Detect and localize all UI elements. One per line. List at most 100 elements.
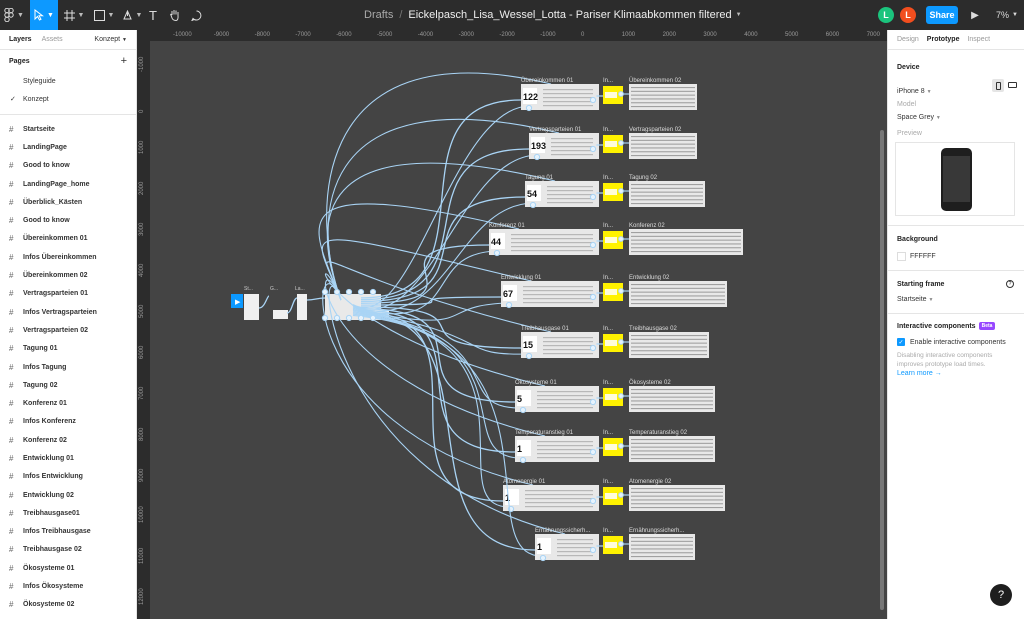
connection-node[interactable]: [589, 448, 597, 456]
connection-node[interactable]: [618, 443, 624, 449]
connection-node[interactable]: [618, 492, 624, 498]
layer-item[interactable]: #Infos Treibhausgase: [0, 523, 136, 541]
shape-tool-button[interactable]: ▼: [90, 0, 118, 30]
layer-item[interactable]: #LandingPage_home: [0, 175, 136, 193]
frame-content-02[interactable]: [629, 386, 715, 412]
frame-content-02[interactable]: [629, 133, 697, 159]
connection-node[interactable]: [529, 201, 537, 209]
tab-layers[interactable]: Layers: [9, 36, 32, 43]
layer-item[interactable]: #Übereinkommen 01: [0, 230, 136, 248]
connection-node[interactable]: [618, 393, 624, 399]
layer-item[interactable]: #Konferenz 01: [0, 394, 136, 412]
connection-node[interactable]: [519, 406, 527, 414]
enable-interactive-row[interactable]: ✓ Enable interactive components: [888, 338, 1024, 346]
help-button[interactable]: ?: [990, 584, 1012, 606]
vertical-scrollbar[interactable]: [880, 130, 884, 610]
start-flag-icon[interactable]: [231, 294, 243, 308]
layer-item[interactable]: #Good to know: [0, 211, 136, 229]
connection-node[interactable]: [589, 497, 597, 505]
pen-tool-button[interactable]: ▼: [118, 0, 146, 30]
layer-item[interactable]: #Entwicklung 01: [0, 449, 136, 467]
connection-node[interactable]: [618, 288, 624, 294]
layer-item[interactable]: #Treibhausgase01: [0, 504, 136, 522]
portrait-orientation-icon[interactable]: [992, 79, 1004, 92]
connection-node[interactable]: [369, 314, 377, 322]
prototype-flow-canvas[interactable]: ▶St...G...La...Übereinkommen 01122In...Ü…: [137, 30, 887, 619]
frame-content-02[interactable]: [629, 485, 725, 511]
learn-more-link[interactable]: Learn more →: [897, 370, 942, 377]
layer-item[interactable]: #Übereinkommen 02: [0, 266, 136, 284]
connection-node[interactable]: [589, 398, 597, 406]
connection-node[interactable]: [539, 554, 547, 562]
connection-node[interactable]: [321, 288, 329, 296]
connection-node[interactable]: [333, 314, 341, 322]
frame-tool-button[interactable]: ▼: [60, 0, 88, 30]
layer-item[interactable]: #Treibhausgase 02: [0, 541, 136, 559]
connection-node[interactable]: [357, 314, 365, 322]
frame-content-02[interactable]: [629, 332, 709, 358]
checkbox-checked-icon[interactable]: ✓: [897, 338, 905, 346]
move-tool-button[interactable]: ▼: [30, 0, 58, 30]
layer-item[interactable]: #Überblick_Kästen: [0, 193, 136, 211]
page-item[interactable]: Styleguide: [0, 72, 136, 90]
avatar[interactable]: L: [900, 7, 916, 23]
connection-node[interactable]: [533, 153, 541, 161]
comment-tool-button[interactable]: [188, 0, 204, 30]
tab-inspect[interactable]: Inspect: [967, 36, 991, 43]
frame-content-02[interactable]: [629, 229, 743, 255]
connection-node[interactable]: [618, 541, 624, 547]
main-menu-button[interactable]: ▼: [0, 0, 28, 30]
layer-item[interactable]: #Infos Entwicklung: [0, 468, 136, 486]
connection-node[interactable]: [589, 145, 597, 153]
layer-item[interactable]: #Infos Konferenz: [0, 413, 136, 431]
page-selector[interactable]: Konzept ▼: [94, 36, 127, 43]
frame-content-02[interactable]: [629, 181, 705, 207]
file-title[interactable]: Eickelpasch_Lisa_Wessel_Lotta - Pariser …: [408, 9, 732, 21]
connection-node[interactable]: [589, 344, 597, 352]
connection-node[interactable]: [369, 288, 377, 296]
share-button[interactable]: Share: [926, 6, 958, 24]
layer-item[interactable]: #Infos Ökosysteme: [0, 577, 136, 595]
connection-node[interactable]: [589, 241, 597, 249]
frame-content-02[interactable]: [629, 534, 695, 560]
connection-node[interactable]: [618, 236, 624, 242]
tab-design[interactable]: Design: [897, 36, 919, 43]
add-page-icon[interactable]: +: [120, 55, 127, 67]
layer-item[interactable]: #Ökosysteme 01: [0, 559, 136, 577]
background-hex[interactable]: FFFFFF: [910, 253, 936, 260]
connection-node[interactable]: [333, 288, 341, 296]
connection-node[interactable]: [589, 96, 597, 104]
layer-item[interactable]: #Startseite: [0, 120, 136, 138]
layer-item[interactable]: #Vertragsparteien 02: [0, 321, 136, 339]
color-swatch[interactable]: [897, 252, 906, 261]
frame-content-02[interactable]: [629, 281, 727, 307]
connection-node[interactable]: [493, 249, 501, 257]
frame-startseite[interactable]: [244, 294, 259, 320]
connection-node[interactable]: [321, 314, 329, 322]
layer-item[interactable]: #Ökosysteme 02: [0, 596, 136, 614]
layer-item[interactable]: #Good to know: [0, 157, 136, 175]
frame-content-02[interactable]: [629, 84, 697, 110]
text-tool-button[interactable]: T: [146, 0, 160, 30]
connection-node[interactable]: [618, 339, 624, 345]
frame-good-to-know[interactable]: [273, 310, 288, 319]
connection-node[interactable]: [519, 456, 527, 464]
frame-landingpage[interactable]: [297, 294, 307, 320]
connection-node[interactable]: [505, 301, 513, 309]
breadcrumb-folder[interactable]: Drafts: [364, 9, 394, 21]
landscape-orientation-icon[interactable]: [1008, 82, 1017, 88]
layer-item[interactable]: #Vertragsparteien 01: [0, 285, 136, 303]
connection-node[interactable]: [345, 288, 353, 296]
layer-item[interactable]: #Entwicklung 02: [0, 486, 136, 504]
connection-node[interactable]: [589, 546, 597, 554]
layer-item[interactable]: #Tagung 02: [0, 376, 136, 394]
connection-node[interactable]: [589, 293, 597, 301]
connection-node[interactable]: [589, 193, 597, 201]
layer-item[interactable]: #Infos Tagung: [0, 358, 136, 376]
hand-tool-button[interactable]: [166, 0, 182, 30]
present-play-icon[interactable]: ▶: [971, 9, 979, 21]
tab-prototype[interactable]: Prototype: [926, 36, 960, 43]
layer-item[interactable]: #LandingPage: [0, 138, 136, 156]
frame-content-02[interactable]: [629, 436, 715, 462]
